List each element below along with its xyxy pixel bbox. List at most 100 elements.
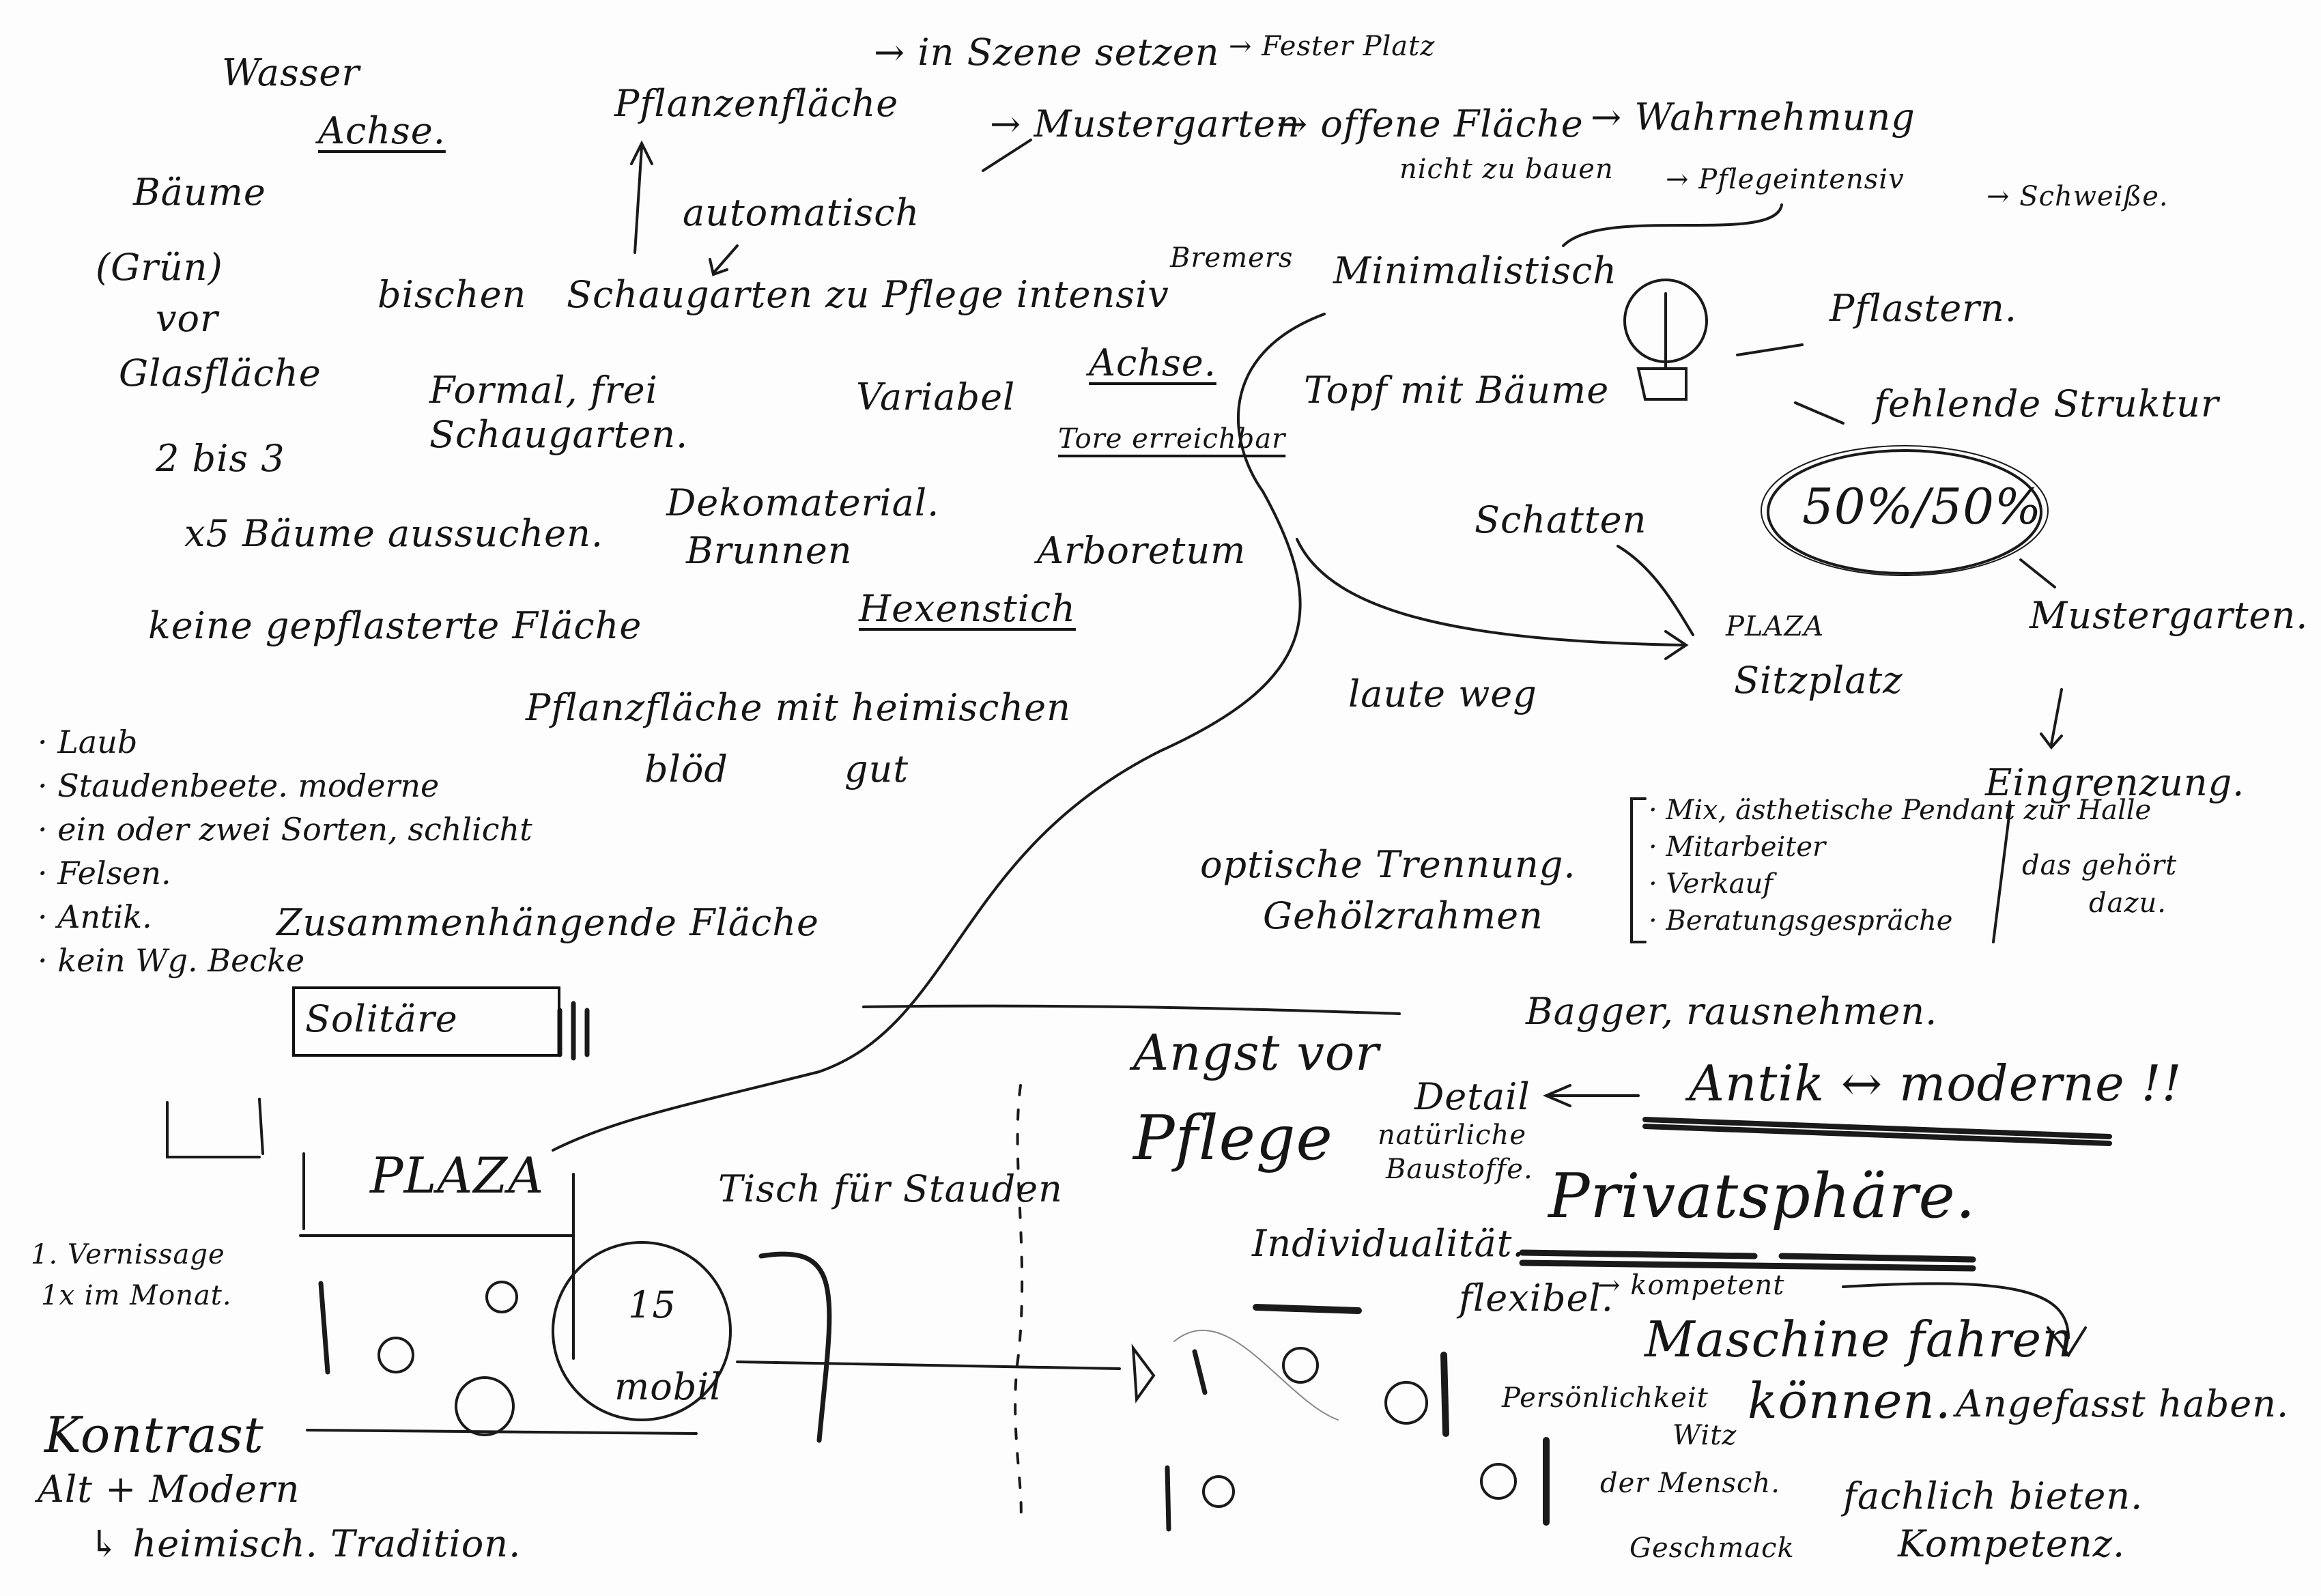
label-schatten: Schatten bbox=[1475, 498, 1647, 541]
label-witz: Witz bbox=[1672, 1420, 1737, 1451]
bracket-right bbox=[1992, 804, 2012, 943]
label-mobil: mobil bbox=[614, 1365, 722, 1408]
label-deko: Dekomaterial. bbox=[666, 481, 940, 524]
left-bullet-list: · Laub · Staudenbeete. moderne · ein ode… bbox=[38, 720, 532, 982]
label-gehoelz: Gehölzrahmen bbox=[1263, 894, 1543, 937]
label-vor: vor bbox=[156, 297, 218, 340]
label-persoenlichkeit: Persönlichkeit bbox=[1502, 1382, 1709, 1414]
label-zusammen: Zusammenhängende Fläche bbox=[276, 901, 820, 944]
label-flexibel: flexibel. bbox=[1459, 1277, 1614, 1320]
label-wasser: Wasser bbox=[222, 51, 360, 94]
list-item: · Laub bbox=[38, 724, 138, 760]
label-wahrnehmung: → Wahrnehmung bbox=[1591, 96, 1916, 139]
label-gruen: (Grün) bbox=[96, 246, 223, 289]
arrow-pflastern bbox=[1736, 343, 1804, 356]
label-bremers: Bremers bbox=[1170, 242, 1294, 274]
arrow-detail bbox=[1542, 1084, 1640, 1107]
label-antik-moderne: Antik ↔ moderne !! bbox=[1689, 1055, 2182, 1112]
label-mustergarten-2: Mustergarten. bbox=[2030, 594, 2309, 637]
label-formal-2: Schaugarten. bbox=[429, 413, 689, 456]
label-plaza: PLAZA bbox=[1726, 611, 1825, 642]
arrow-up-line bbox=[630, 140, 653, 254]
label-arboretum: Arboretum bbox=[1037, 529, 1247, 572]
label-in-szene: → in Szene setzen bbox=[874, 31, 1220, 74]
label-fehlende: fehlende Struktur bbox=[1874, 382, 2219, 425]
label-dazu: dazu. bbox=[2089, 887, 2167, 919]
label-kontrast: Kontrast bbox=[44, 1406, 264, 1464]
label-gut: gut bbox=[844, 747, 909, 790]
label-angst: Angst vor bbox=[1133, 1024, 1380, 1081]
label-kompetent: → kompetent bbox=[1597, 1270, 1785, 1301]
label-angefasst: Angefasst haben. bbox=[1956, 1382, 2290, 1425]
list-item: · Staudenbeete. moderne bbox=[38, 767, 440, 804]
label-vernissage: 1. Vernissage bbox=[31, 1239, 225, 1270]
label-bloed: blöd bbox=[644, 747, 728, 790]
solitaere-box: Solitäre bbox=[292, 986, 560, 1057]
label-offene-flaeche: → offene Fläche bbox=[1277, 102, 1584, 145]
label-mustergarten: → Mustergarten bbox=[990, 102, 1300, 145]
list-item: · Mitarbeiter bbox=[1649, 831, 1826, 863]
label-gehoert: das gehört bbox=[2022, 850, 2178, 881]
arrow-eingrenzung bbox=[2040, 688, 2063, 750]
label-15: 15 bbox=[628, 1283, 677, 1326]
mobil-ellipse bbox=[552, 1241, 732, 1421]
antik-double-line bbox=[1642, 1117, 2112, 1146]
label-nicht-zu-bauen: nicht zu bauen bbox=[1399, 154, 1614, 185]
label-individualitaet: Individualität. bbox=[1252, 1222, 1525, 1265]
label-hexenstich: Hexenstich bbox=[859, 587, 1076, 630]
bracket-left bbox=[1630, 797, 1647, 943]
arrow-automatisch bbox=[709, 244, 739, 276]
label-tisch: Tisch für Stauden bbox=[718, 1167, 1063, 1210]
label-pflastern: Pflastern. bbox=[1829, 287, 2017, 330]
label-geschmack: Geschmack bbox=[1629, 1533, 1795, 1564]
label-natuerliche: natürliche bbox=[1378, 1120, 1526, 1151]
bracket-list: · Mix, ästhetische Pendant zur Halle · M… bbox=[1649, 792, 2151, 939]
label-x5-baeume: x5 Bäume aussuchen. bbox=[184, 512, 604, 555]
list-item: · ein oder zwei Sorten, schlicht bbox=[38, 811, 532, 848]
label-pflege: Pflege bbox=[1133, 1102, 1333, 1174]
curve-thin bbox=[1173, 1329, 1339, 1421]
label-sitzplatz: Sitzplatz bbox=[1734, 659, 1903, 702]
list-item: · Verkauf bbox=[1649, 868, 1774, 900]
curve-pflegeintensiv-minimal bbox=[1562, 203, 1783, 247]
label-detail: Detail bbox=[1414, 1075, 1530, 1118]
arrow-kompetent-down bbox=[1842, 1282, 2087, 1358]
arrow-mustergarten bbox=[2019, 558, 2056, 588]
label-privatsphaere: Privatsphäre. bbox=[1548, 1160, 1976, 1232]
arrow-fehlende bbox=[1794, 401, 1845, 425]
label-variabel: Variabel bbox=[856, 375, 1016, 418]
curve-to-plaza bbox=[1296, 538, 1689, 660]
divider-line bbox=[862, 1004, 1401, 1015]
arrow-schatten bbox=[1617, 545, 1694, 636]
privat-double-line bbox=[1519, 1249, 1976, 1272]
label-glasflaeche: Glasfläche bbox=[119, 352, 322, 395]
solitaere-mark bbox=[557, 1001, 590, 1061]
label-topf: Topf mit Bäume bbox=[1304, 369, 1610, 412]
label-fachlich: fachlich bieten. bbox=[1843, 1474, 2144, 1517]
label-pflegeintensiv: → Pflegeintensiv bbox=[1666, 164, 1905, 195]
label-koennen: können. bbox=[1748, 1372, 1952, 1429]
label-monat: 1x im Monat. bbox=[41, 1280, 232, 1311]
box-mark bbox=[166, 1098, 264, 1158]
label-solitaere: Solitäre bbox=[305, 997, 458, 1040]
label-bagger: Bagger, rausnehmen. bbox=[1526, 990, 1938, 1033]
label-mensch: der Mensch. bbox=[1600, 1468, 1780, 1499]
wavy-divider bbox=[1014, 1084, 1024, 1524]
label-pflanzflaeche: Pflanzfläche mit heimischen bbox=[526, 686, 1071, 729]
list-item: · Mix, ästhetische Pendant zur Halle bbox=[1649, 795, 2152, 826]
label-pflanzenflaeche: Pflanzenfläche bbox=[614, 82, 899, 125]
label-optische: optische Trennung. bbox=[1200, 843, 1576, 886]
label-minimalistisch: Minimalistisch bbox=[1333, 249, 1617, 292]
list-item: · Beratungsgespräche bbox=[1649, 905, 1953, 937]
big-s-curve bbox=[552, 313, 1326, 1152]
label-schweisse: → Schweiße. bbox=[1987, 181, 2169, 212]
plaza-box-line bbox=[299, 1152, 698, 1435]
label-achse-2: Achse. bbox=[1089, 341, 1216, 384]
list-item: · Felsen. bbox=[38, 855, 171, 892]
label-fifty-fifty: 50%/50% bbox=[1802, 478, 2042, 535]
label-maschine: Maschine fahren bbox=[1644, 1311, 2075, 1368]
label-laute-weg: laute weg bbox=[1348, 672, 1537, 715]
label-plaza-bottom: PLAZA bbox=[370, 1147, 545, 1204]
